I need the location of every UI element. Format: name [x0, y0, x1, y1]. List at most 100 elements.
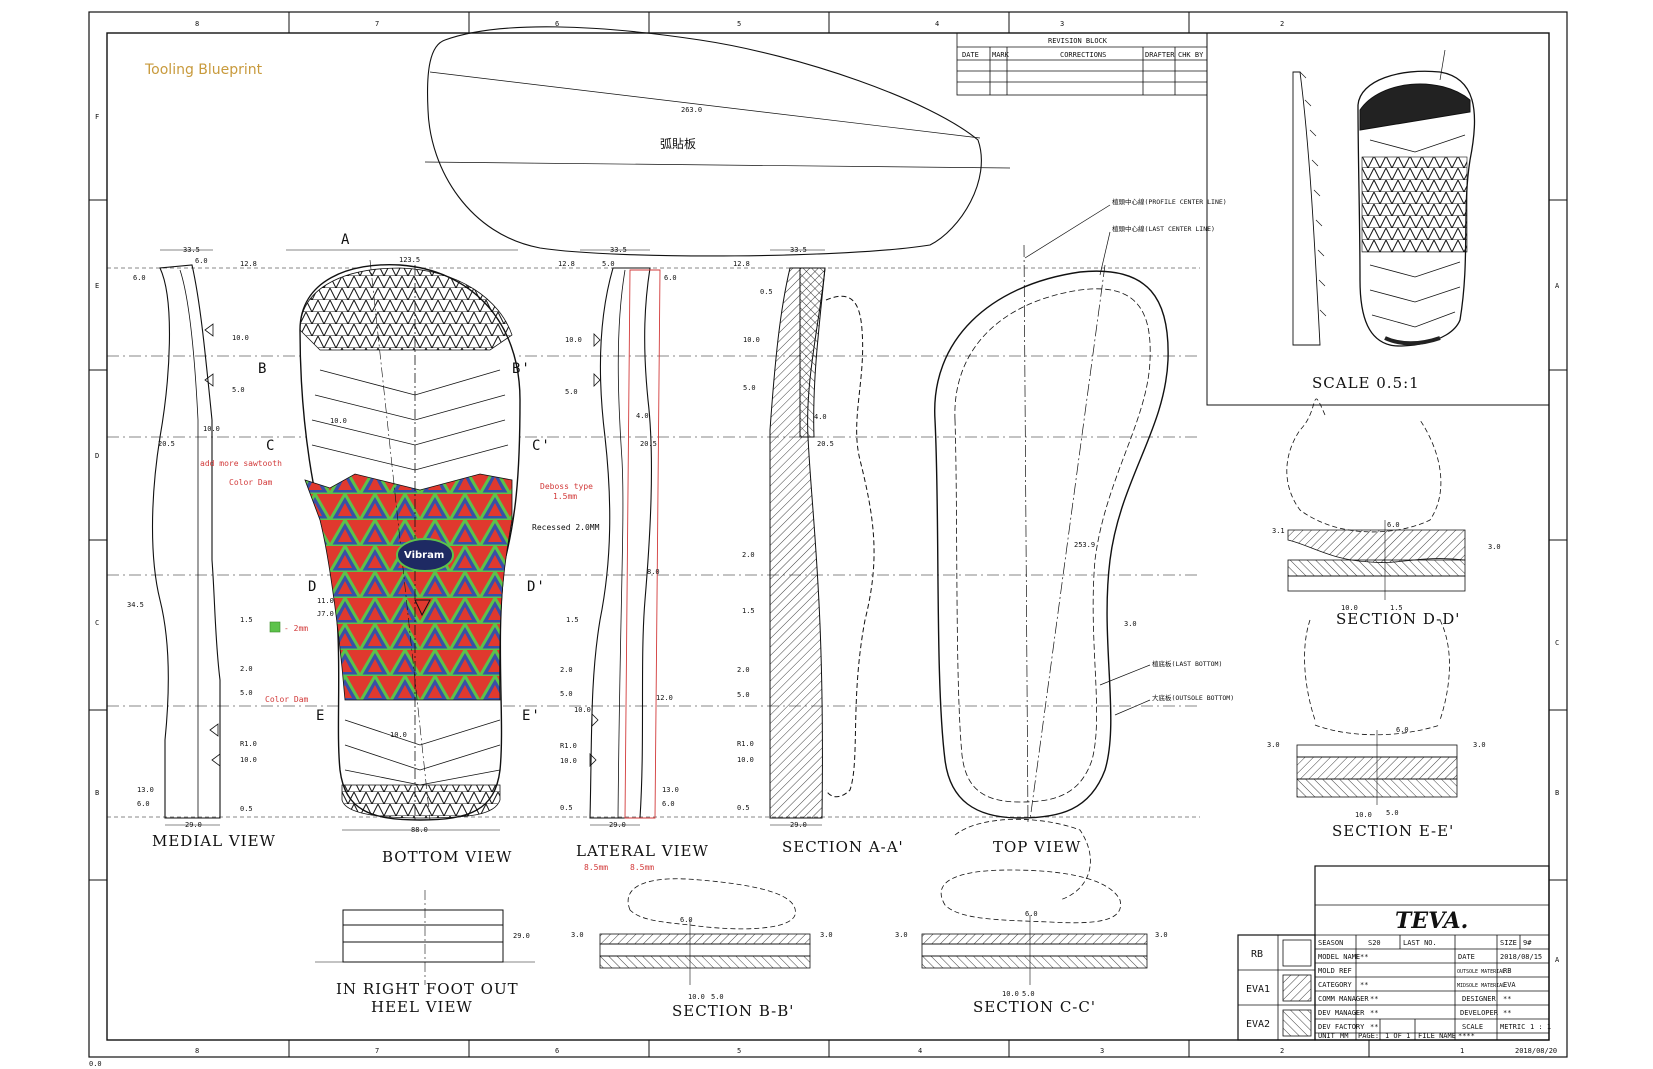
dim: 3.0 [1124, 620, 1137, 628]
title-block-frame [1237, 865, 1550, 1041]
row-label: B [1555, 789, 1559, 797]
row-label: C [1555, 639, 1559, 647]
title-block-logo: TEVA. [1395, 908, 1468, 934]
tb-label: FILE NAME [1418, 1032, 1456, 1040]
heel-view-label-1: IN RIGHT FOOT OUT [336, 980, 519, 998]
section-dd-drawing [1286, 398, 1466, 721]
dim: 10.0 [560, 757, 577, 765]
top-template [424, 26, 1011, 257]
dim: 13.0 [137, 786, 154, 794]
dim: 6.0 [662, 800, 675, 808]
lateral-dims: 33.5 12.8 5.0 6.0 10.0 5.0 4.0 20.5 8.0 … [558, 246, 679, 829]
dim: J7.0 [317, 610, 334, 618]
dim: 6.0 [195, 257, 208, 265]
dim: 10.0 [240, 756, 257, 764]
tb-value: 1 : 1 [1530, 1023, 1551, 1031]
col-label: 3 [1060, 20, 1064, 28]
tb-label: PAGE: [1358, 1032, 1379, 1040]
sheet-border [88, 11, 1568, 1058]
dim: 5.0 [602, 260, 615, 268]
dim: 3.0 [1267, 741, 1280, 749]
medial-dims: 33.5 6.0 12.8 6.0 10.0 5.0 10.0 20.5 34.… [127, 246, 257, 829]
top-view-callouts: 楦頭中心線(PROFILE CENTER LINE) 楦頭中心線(LAST CE… [1112, 197, 1234, 702]
dim: 5.0 [232, 386, 245, 394]
legend-eva2: EVA2 [1246, 1019, 1270, 1030]
section-mark-b-prime: B' [512, 361, 531, 377]
bottom-view-label: BOTTOM VIEW [382, 848, 512, 866]
row-label: D [95, 452, 99, 460]
dim: 33.5 [790, 246, 807, 254]
dim: 10.0 [1341, 604, 1358, 612]
annotation-sawtooth: add more sawtooth [200, 459, 282, 468]
dim: 3.0 [1155, 931, 1168, 939]
template-length: 263.0 [681, 106, 702, 114]
col-label: 7 [375, 1047, 379, 1055]
annotation-deboss-depth: 1.5mm [553, 492, 577, 501]
annotation-color-dam: Color Dam [265, 695, 309, 704]
row-label: E [95, 282, 99, 290]
dim: 10.0 [743, 336, 760, 344]
dim: 3.0 [571, 931, 584, 939]
horizontal-guides [107, 267, 1200, 818]
dim: 5.0 [560, 690, 573, 698]
tb-label: DESIGNER [1462, 995, 1497, 1003]
bottom-dims: 123.5 10.0 11.0 J7.0 10.0 88.0 [317, 256, 428, 834]
legend-rb: RB [1251, 949, 1263, 960]
heel-view-label-2: HEEL VIEW [371, 998, 473, 1016]
tb-value: ** [1370, 1009, 1378, 1017]
section-bb-dims: 3.0 6.0 3.0 10.0 5.0 [571, 916, 833, 1001]
dim: 3.0 [1488, 543, 1501, 551]
col-label: 7 [375, 20, 379, 28]
dim: 10.0 [232, 334, 249, 342]
border-labels: 8 7 6 5 4 3 2 8 7 6 5 4 3 2 1 F E D C B … [89, 20, 1560, 1068]
scale-inset [1206, 32, 1550, 406]
tb-value: MM [1340, 1032, 1348, 1040]
dim: R1.0 [560, 742, 577, 750]
annotation-85-right: 8.5mm [630, 863, 654, 872]
row-label: B [95, 789, 99, 797]
dim: 6.0 [1396, 726, 1409, 734]
col-label: 4 [918, 1047, 922, 1055]
revision-header: CHK BY [1178, 51, 1204, 59]
tb-value: ** [1503, 1009, 1511, 1017]
callout-outsole-bottom: 大底板(OUTSOLE BOTTOM) [1152, 693, 1234, 702]
dim: 20.5 [158, 440, 175, 448]
heel-view-drawing [315, 890, 535, 985]
dim: 34.5 [127, 601, 144, 609]
logo-text: Vibram [404, 550, 444, 561]
revision-header: MARK [992, 51, 1010, 59]
row-label: C [95, 619, 99, 627]
dim: 12.8 [240, 260, 257, 268]
dim: 0.5 [240, 805, 253, 813]
section-mark-d: D [308, 579, 317, 595]
dim: 5.0 [743, 384, 756, 392]
tb-label: OUTSOLE MATERIAL [1457, 969, 1505, 975]
revision-header: DATE [962, 51, 979, 59]
tb-label: SEASON [1318, 939, 1343, 947]
tb-label: MIDSOLE MATERIAL [1457, 983, 1505, 989]
dim: 10.0 [203, 425, 220, 433]
dim: 33.5 [183, 246, 200, 254]
revision-header: DRAFTER [1145, 51, 1175, 59]
dim: 6.0 [133, 274, 146, 282]
tb-value: ** [1370, 995, 1378, 1003]
dim: 1.5 [240, 616, 253, 624]
col-label: 2 [1280, 20, 1284, 28]
tb-label: SCALE [1462, 1023, 1483, 1031]
tb-value: RB [1503, 967, 1511, 975]
tb-label: CATEGORY [1318, 981, 1353, 989]
section-ee-dims: 3.0 6.0 3.0 10.0 5.0 [1267, 726, 1486, 819]
section-mark-c-prime: C' [532, 438, 551, 454]
tb-label: DEV FACTORY [1318, 1023, 1365, 1031]
section-cc-drawing [921, 869, 1148, 985]
dim: 2.0 [742, 551, 755, 559]
dim: 5.0 [1386, 809, 1399, 817]
title-block-legend: RB EVA1 EVA2 [1246, 949, 1270, 1030]
tb-value: 1 OF 1 [1385, 1032, 1410, 1040]
section-cc-dims: 3.0 6.0 3.0 10.0 5.0 [895, 910, 1168, 998]
row-label: F [95, 113, 99, 121]
col-label: 4 [935, 20, 939, 28]
section-mark-b: B [258, 361, 267, 377]
dim: 20.5 [640, 440, 657, 448]
